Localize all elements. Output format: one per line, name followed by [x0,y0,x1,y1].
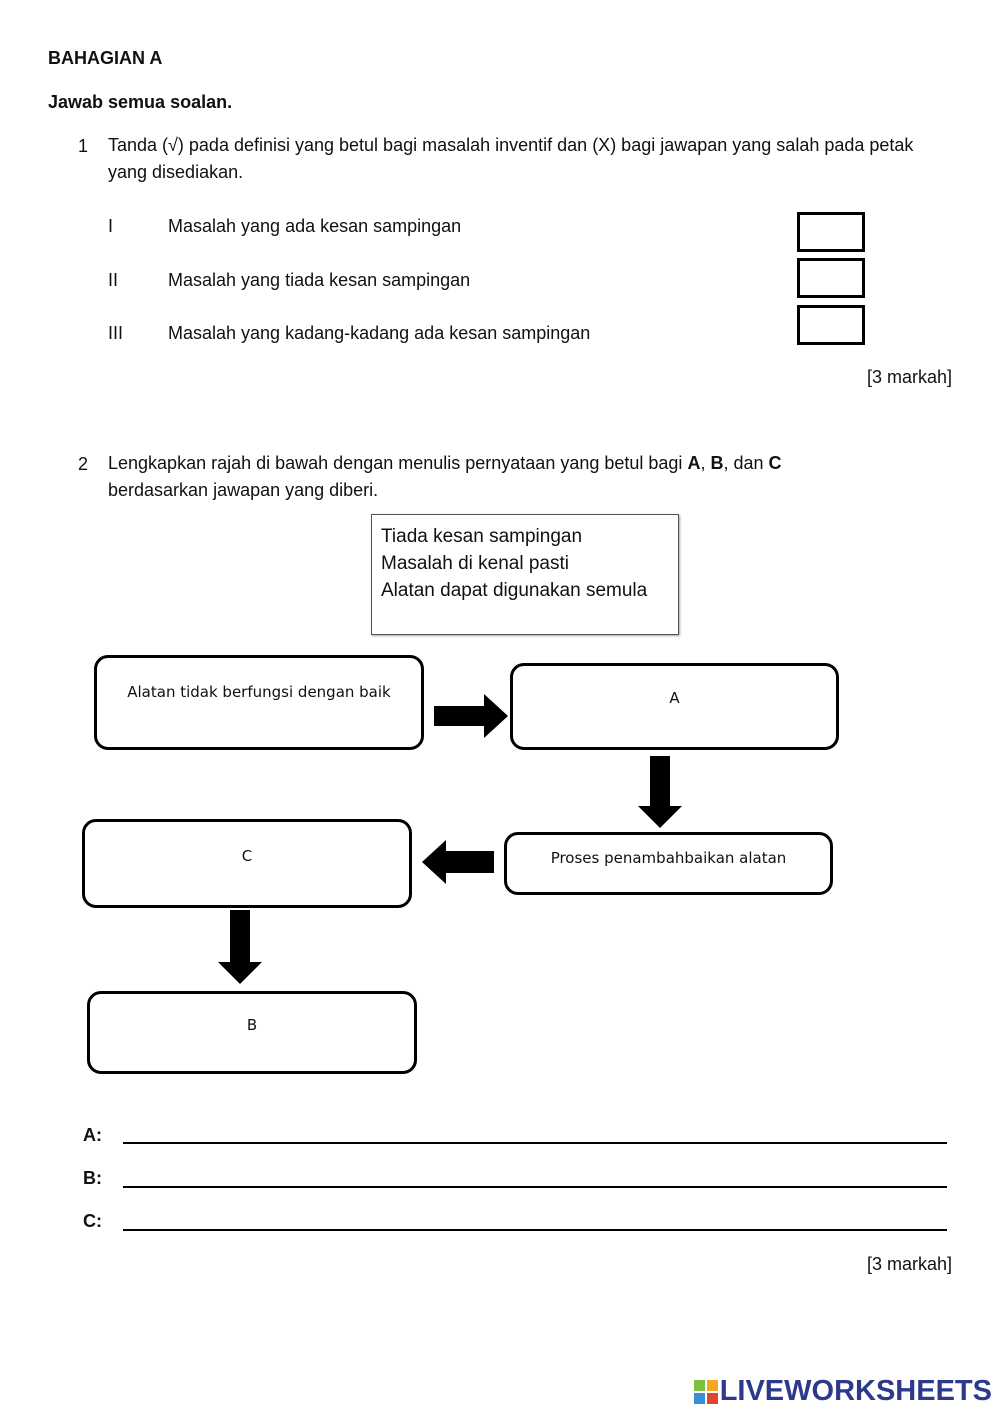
question-2-number: 2 [78,454,89,474]
option-1-roman: I [108,216,114,236]
flow-box-c[interactable]: C [82,819,412,908]
option-1-text: Masalah yang ada kesan sampingan [168,216,462,236]
option-3-tickbox[interactable] [797,305,865,345]
question-2-text: Lengkapkan rajah di bawah dengan menulis… [108,453,782,500]
q1-marks: [3 markah] [866,367,952,387]
answer-bank: Tiada kesan sampingan Masalah di kenal p… [371,514,679,635]
option-2-roman: II [108,270,119,290]
flow-box-start: Alatan tidak berfungsi dengan baik [94,655,424,750]
flow-box-a-label: A [669,689,680,707]
arrow-left-icon [422,840,494,884]
option-3-text: Masalah yang kadang-kadang ada kesan sam… [168,323,591,343]
arrow-down-icon [218,910,262,984]
answer-bank-item: Alatan dapat digunakan semula [381,580,648,601]
flow-box-process-label: Proses penambahbaikan alatan [550,849,787,867]
liveworksheets-logo: LIVEWORKSHEETS [693,1375,992,1408]
flow-box-start-label: Alatan tidak berfungsi dengan baik [127,683,391,701]
flow-box-c-label: C [241,847,253,865]
option-3-roman: III [108,323,124,343]
arrow-down-icon [638,756,682,828]
option-1-tickbox[interactable] [797,212,865,252]
question-1-number: 1 [78,136,89,156]
answer-bank-item: Tiada kesan sampingan [381,526,583,547]
option-2-tickbox[interactable] [797,258,865,298]
instruction-text: Jawab semua soalan. [48,92,233,112]
answer-a-field[interactable] [123,1142,947,1144]
flow-box-process: Proses penambahbaikan alatan [504,832,833,895]
answer-bank-item: Masalah di kenal pasti [381,553,569,574]
flow-box-b-label: B [246,1016,258,1034]
answer-c-field[interactable] [123,1229,947,1231]
section-title: BAHAGIAN A [48,48,163,68]
liveworksheets-logo-text: LIVEWORKSHEETS [719,1375,992,1407]
flow-box-b[interactable]: B [87,991,417,1074]
option-2-text: Masalah yang tiada kesan sampingan [168,270,471,290]
liveworksheets-logo-icon [693,1379,718,1404]
flow-box-a[interactable]: A [510,663,839,750]
q2-marks: [3 markah] [866,1254,952,1274]
answer-b-field[interactable] [123,1186,947,1188]
question-1-text: Tanda (√) pada definisi yang betul bagi … [108,135,914,182]
arrow-right-icon [434,694,508,738]
answer-a-label: A: [83,1125,102,1145]
answer-c-label: C: [83,1211,102,1231]
answer-b-label: B: [83,1168,102,1188]
